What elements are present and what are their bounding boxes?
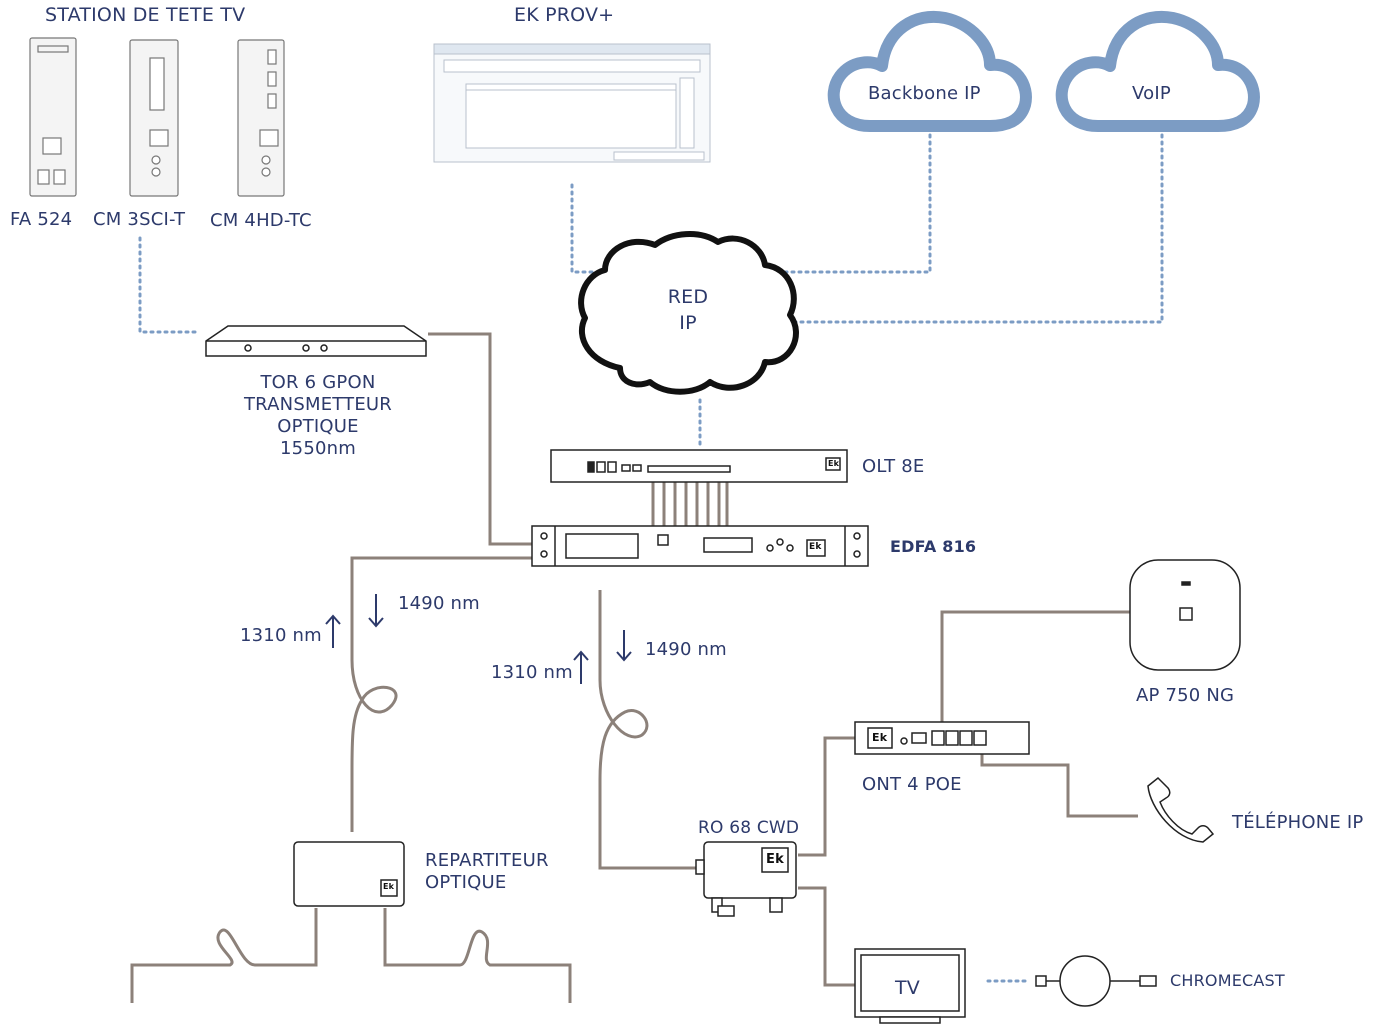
brand-logo-edfa: Ek xyxy=(809,542,822,552)
ont-device xyxy=(854,721,1030,755)
cable-tor-edfa xyxy=(428,332,532,546)
splitter-label-line2: OPTIQUE xyxy=(425,872,507,893)
ap-label: AP 750 NG xyxy=(1136,685,1235,706)
headend-module-cm3scit xyxy=(129,39,179,197)
olt-device xyxy=(550,449,848,483)
cloud-label-red: RED xyxy=(667,286,709,308)
cable-ro-tv xyxy=(798,886,855,987)
link-backbone-redip xyxy=(768,133,932,274)
module-label-fa524: FA 524 xyxy=(10,209,73,230)
headend-module-cm4hdtc xyxy=(237,39,285,197)
chromecast-device xyxy=(1035,955,1157,1007)
ro-device xyxy=(695,841,797,917)
edfa-label: EDFA 816 xyxy=(890,537,977,556)
cloud-label-voip: VoIP xyxy=(1132,83,1171,104)
tor-label-line3: OPTIQUE xyxy=(277,416,359,437)
cloud-red-ip xyxy=(578,231,799,395)
tor-label-line2: TRANSMETTEUR xyxy=(243,394,392,415)
fiber-cables xyxy=(130,332,1138,1003)
fiber-edfa-right xyxy=(598,590,700,870)
tor-label-line1: TOR 6 GPON xyxy=(260,372,376,393)
cable-ont-ap xyxy=(940,610,1130,735)
cloud-label-ip: IP xyxy=(679,312,697,334)
headend-title: STATION DE TETE TV xyxy=(45,4,246,26)
fiber-edfa-left xyxy=(350,556,532,832)
software-title: EK PROV+ xyxy=(514,4,615,26)
dotted-links xyxy=(138,133,1164,983)
fiber-splitter-left xyxy=(130,908,318,1003)
link-provplus-redip xyxy=(570,183,602,274)
brand-logo-olt: Ek xyxy=(828,459,840,468)
ro-label: RO 68 CWD xyxy=(698,818,800,838)
ont-label: ONT 4 POE xyxy=(862,774,962,795)
fiber-splitter-right xyxy=(383,908,572,1003)
wavelength-right-down: 1490 nm xyxy=(645,639,727,660)
phone-label: TÉLÉPHONE IP xyxy=(1232,812,1364,833)
module-label-cm4hdtc: CM 4HD-TC xyxy=(210,210,312,231)
edfa-device xyxy=(531,525,869,567)
cable-ont-phone xyxy=(980,748,1138,818)
chromecast-label: CHROMECAST xyxy=(1170,971,1285,990)
brand-logo-splitter: Ek xyxy=(383,882,395,891)
tv-device xyxy=(854,948,966,1024)
brand-logo-ont: Ek xyxy=(872,731,888,744)
olt-label: OLT 8E xyxy=(862,456,925,477)
brand-logo-ro: Ek xyxy=(766,852,784,867)
ekprov-software-window xyxy=(433,43,711,163)
cloud-backbone xyxy=(827,10,1032,132)
wavelength-right-up: 1310 nm xyxy=(491,662,573,683)
tv-label: TV xyxy=(895,977,921,999)
splitter-device xyxy=(293,841,405,907)
link-voip-redip xyxy=(793,133,1164,324)
module-label-cm3scit: CM 3SCI-T xyxy=(93,209,186,230)
tor-label-line4: 1550nm xyxy=(280,438,356,459)
cloud-voip xyxy=(1055,10,1260,132)
cable-ro-ont xyxy=(798,736,855,857)
phone-icon xyxy=(1147,776,1215,843)
link-headend-tor xyxy=(138,236,202,334)
ap-device xyxy=(1129,559,1241,671)
wavelength-left-down: 1490 nm xyxy=(398,593,480,614)
splitter-label-line1: REPARTITEUR xyxy=(425,850,549,871)
cloud-label-backbone: Backbone IP xyxy=(868,83,981,104)
headend-module-fa524 xyxy=(29,37,77,197)
tor-transmitter-device xyxy=(205,325,427,357)
wavelength-left-up: 1310 nm xyxy=(240,625,322,646)
